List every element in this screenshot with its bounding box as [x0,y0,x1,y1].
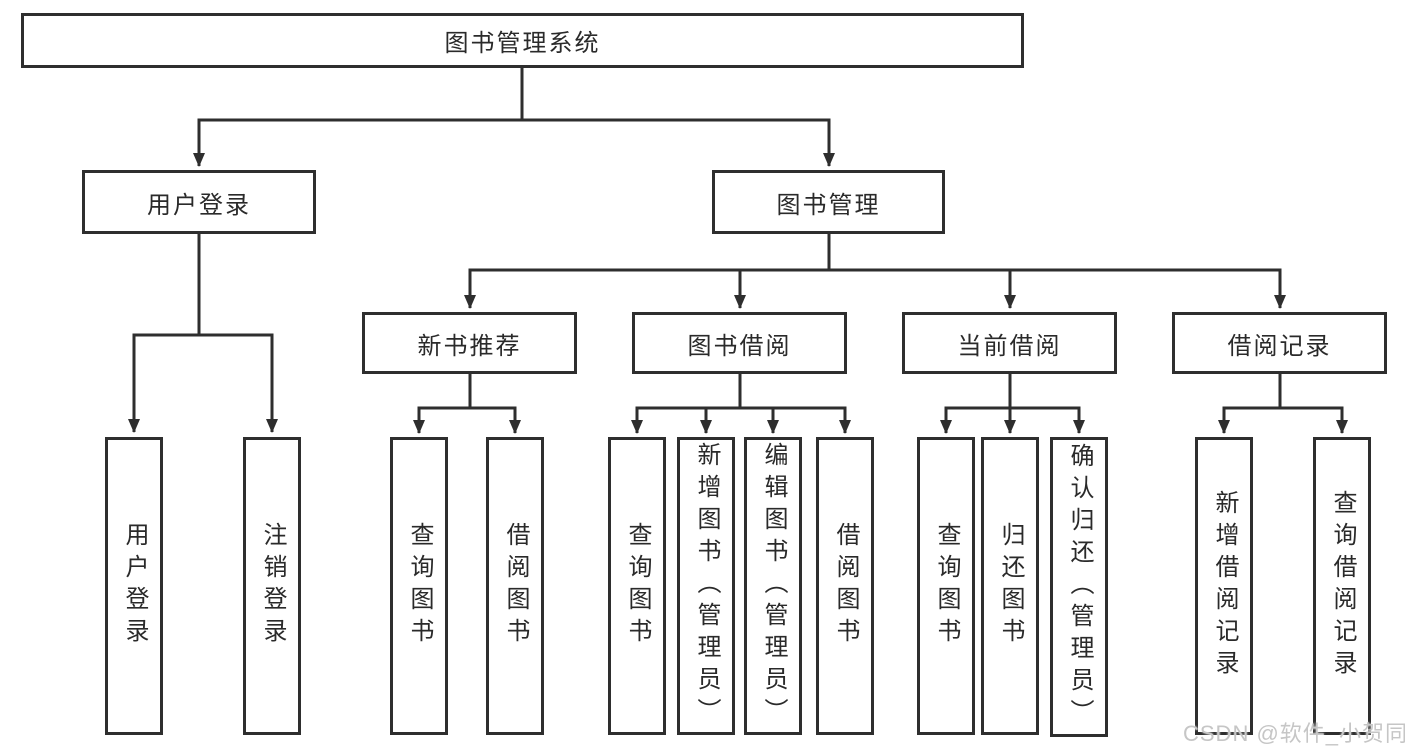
node-leaf-rec-borrow-book: 借阅图书 [486,437,544,735]
node-root-system-label: 图书管理系统 [444,30,601,57]
node-book-management: 图书管理 [712,170,945,234]
node-leaf-cb-return-book-label: 归还图书 [997,522,1024,650]
node-user-login: 用户登录 [82,170,316,234]
node-leaf-user-login: 用户登录 [105,437,163,735]
node-leaf-br-add-record: 新增借阅记录 [1195,437,1253,735]
node-borrow-records-label: 借阅记录 [1227,332,1332,360]
node-book-management-label: 图书管理 [776,191,881,219]
node-leaf-logout: 注销登录 [243,437,301,735]
node-leaf-bb-query-book-label: 查询图书 [624,522,651,650]
node-leaf-bb-borrow-book-label: 借阅图书 [832,522,859,650]
node-leaf-cb-query-book-label: 查询图书 [933,522,960,650]
node-new-book-recommend: 新书推荐 [362,312,577,374]
node-borrow-records: 借阅记录 [1172,312,1387,374]
node-leaf-cb-return-book: 归还图书 [981,437,1039,735]
node-book-borrow-label: 图书借阅 [687,332,792,360]
node-leaf-user-login-label: 用户登录 [121,522,148,650]
node-leaf-bb-edit-book-label: 编辑图书（管理员） [760,442,787,730]
node-leaf-br-add-record-label: 新增借阅记录 [1211,490,1238,682]
node-leaf-bb-add-book-label: 新增图书（管理员） [693,442,720,730]
node-leaf-bb-borrow-book: 借阅图书 [816,437,874,735]
node-leaf-bb-query-book: 查询图书 [608,437,666,735]
node-root-system: 图书管理系统 [21,13,1024,68]
node-leaf-br-query-record: 查询借阅记录 [1313,437,1371,735]
node-leaf-br-query-record-label: 查询借阅记录 [1329,490,1356,682]
node-leaf-bb-add-book: 新增图书（管理员） [677,437,735,735]
node-leaf-rec-query-book-label: 查询图书 [406,522,433,650]
node-current-borrow: 当前借阅 [902,312,1117,374]
node-leaf-bb-edit-book: 编辑图书（管理员） [744,437,802,735]
node-leaf-cb-confirm-return-label: 确认归还（管理员） [1066,443,1093,731]
node-leaf-logout-label: 注销登录 [259,522,286,650]
csdn-watermark: CSDN @软件_小贺同学 [1183,721,1405,746]
node-new-book-recommend-label: 新书推荐 [417,332,522,360]
node-book-borrow: 图书借阅 [632,312,847,374]
node-leaf-rec-query-book: 查询图书 [390,437,448,735]
node-leaf-cb-query-book: 查询图书 [917,437,975,735]
node-user-login-label: 用户登录 [147,191,251,219]
node-leaf-cb-confirm-return: 确认归还（管理员） [1050,437,1108,737]
node-current-borrow-label: 当前借阅 [957,332,1062,360]
node-leaf-rec-borrow-book-label: 借阅图书 [502,522,529,650]
